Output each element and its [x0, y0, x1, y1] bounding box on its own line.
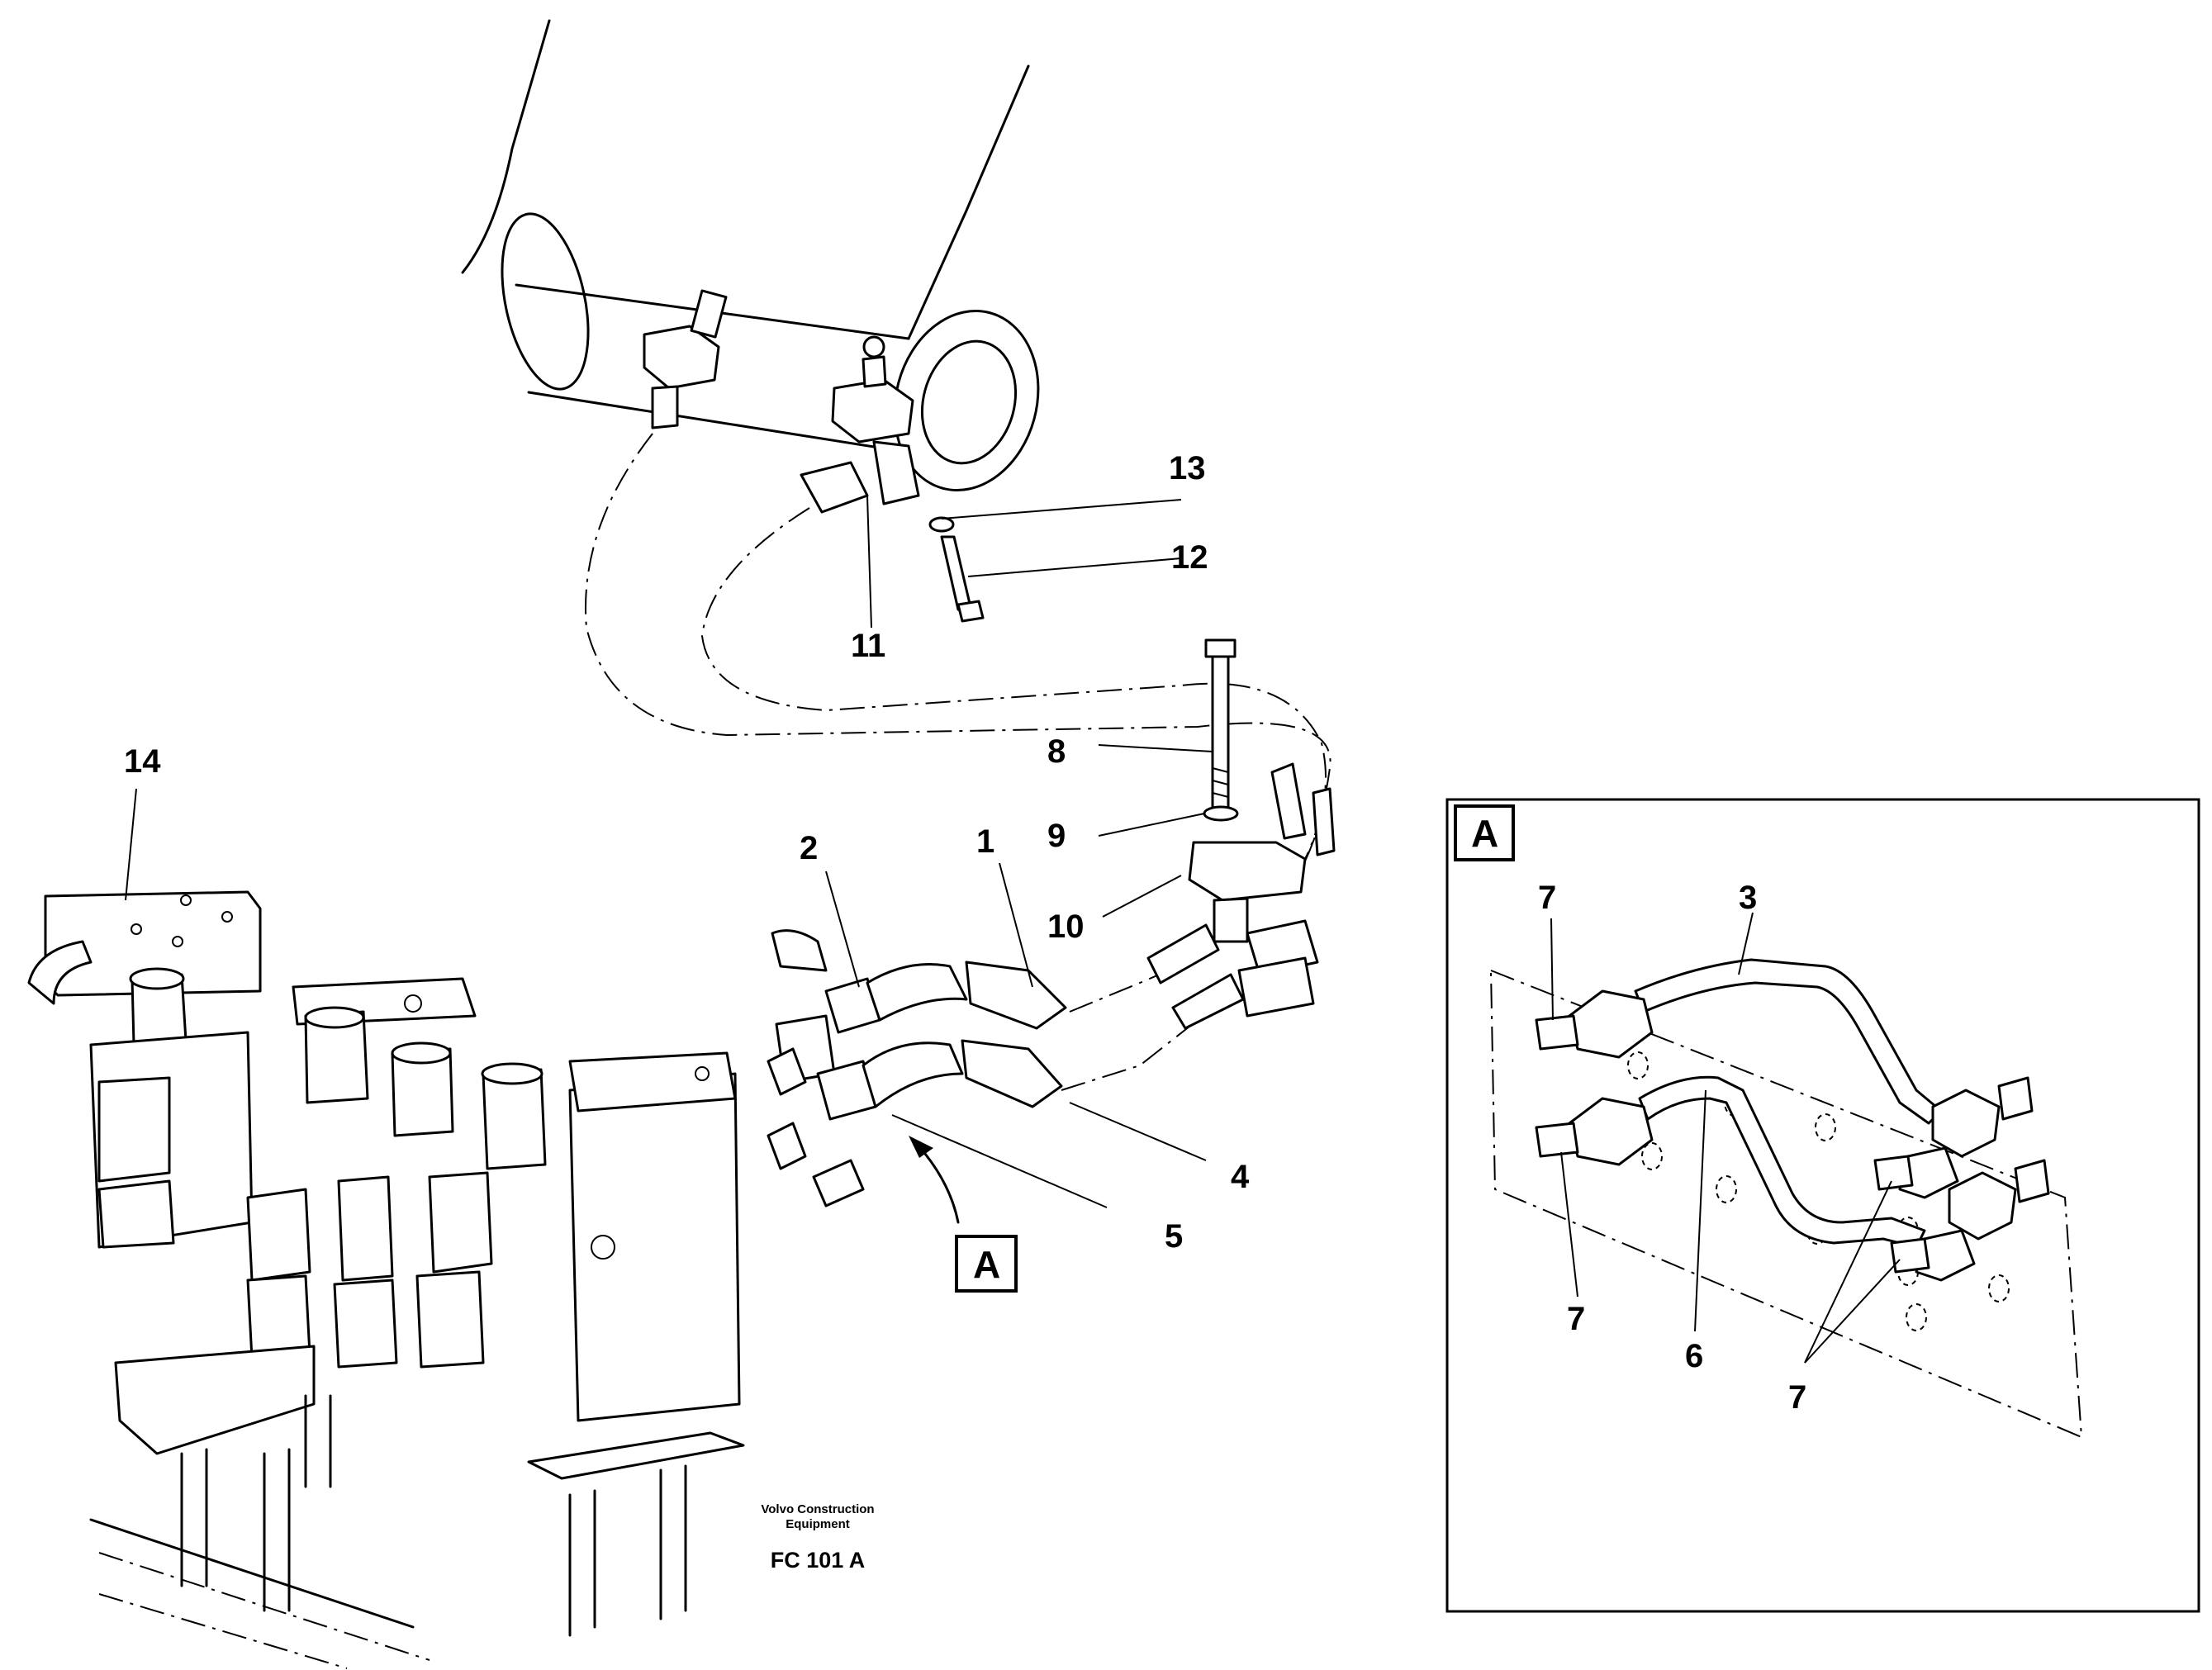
callout-5: 5 [1165, 1218, 1183, 1255]
detail-view-a [1445, 798, 2200, 1613]
control-valve [27, 890, 745, 1669]
detail-title-box [1454, 804, 1515, 861]
callout-1: 1 [976, 823, 994, 860]
callout-2: 2 [800, 830, 818, 866]
callout-7-left: 7 [1567, 1301, 1585, 1337]
callout-13: 13 [1169, 450, 1206, 486]
hoses [585, 433, 1331, 1091]
detail-view-title: A [1471, 812, 1498, 855]
callout-7-right: 7 [1788, 1379, 1806, 1416]
drawing-code: FC 101 A [771, 1548, 866, 1573]
detail-frame [1445, 798, 2200, 1613]
callout-6: 6 [1685, 1338, 1703, 1374]
callout-12: 12 [1171, 539, 1208, 576]
callout-3: 3 [1739, 880, 1757, 916]
callout-14: 14 [124, 743, 161, 780]
clamp-assembly [928, 516, 1336, 1030]
callout-4: 4 [1231, 1159, 1250, 1195]
leader-lines [125, 495, 1213, 1224]
callout-9: 9 [1047, 818, 1066, 854]
caption-maker-line1: Volvo Construction [761, 1502, 874, 1516]
caption-maker-line2: Equipment [786, 1517, 850, 1531]
callout-10: 10 [1047, 909, 1085, 945]
fittings [767, 929, 1067, 1207]
callout-8: 8 [1047, 733, 1066, 770]
view-a-marker: A [973, 1243, 1000, 1286]
caption: Volvo Construction Equipment FC 101 A [761, 1502, 874, 1573]
callout-11: 11 [851, 628, 885, 664]
callout-labels: 13 12 11 8 9 10 2 1 4 5 14 3 7 7 6 7 [124, 450, 1806, 1416]
view-a-marker-box [955, 1235, 1018, 1293]
callout-7-top: 7 [1538, 880, 1556, 916]
boom-cylinder [461, 19, 1040, 514]
